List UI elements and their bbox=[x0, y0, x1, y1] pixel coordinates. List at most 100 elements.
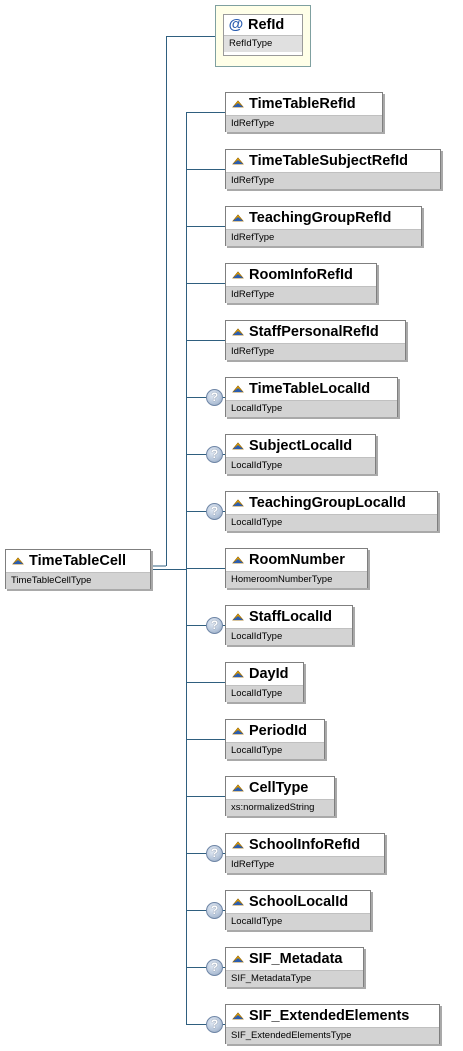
element-title: TimeTableSubjectRefId bbox=[226, 150, 440, 172]
element-title: StaffLocalId bbox=[226, 606, 352, 628]
element-title: RoomNumber bbox=[226, 549, 367, 571]
element-type: LocalIdType bbox=[226, 742, 324, 759]
element-name: StaffLocalId bbox=[249, 609, 332, 625]
element-title: SIF_Metadata bbox=[226, 948, 363, 970]
element-icon bbox=[232, 670, 244, 678]
attribute-title: @ RefId bbox=[224, 15, 302, 35]
element-name: TeachingGroupRefId bbox=[249, 210, 392, 226]
element-icon bbox=[232, 1012, 244, 1020]
element-type: LocalIdType bbox=[226, 457, 375, 474]
element-type: LocalIdType bbox=[226, 628, 352, 645]
element-type: IdRefType bbox=[226, 172, 440, 189]
root-node-timetablecell[interactable]: TimeTableCell TimeTableCellType bbox=[5, 549, 151, 589]
element-type: IdRefType bbox=[226, 115, 382, 132]
element-icon bbox=[232, 214, 244, 222]
element-title: CellType bbox=[226, 777, 334, 799]
optional-question-icon: ? bbox=[206, 617, 223, 634]
element-type: LocalIdType bbox=[226, 685, 303, 702]
element-name: SchoolLocalId bbox=[249, 894, 349, 910]
element-name: CellType bbox=[249, 780, 309, 796]
element-icon bbox=[232, 442, 244, 450]
element-title: TimeTableRefId bbox=[226, 93, 382, 115]
element-type: LocalIdType bbox=[226, 514, 437, 531]
element-type: HomeroomNumberType bbox=[226, 571, 367, 588]
element-name: TeachingGroupLocalId bbox=[249, 495, 406, 511]
element-type: IdRefType bbox=[226, 229, 421, 246]
element-icon bbox=[232, 328, 244, 336]
element-icon bbox=[232, 841, 244, 849]
element-name: RoomNumber bbox=[249, 552, 345, 568]
element-title: PeriodId bbox=[226, 720, 324, 742]
element-title: RoomInfoRefId bbox=[226, 264, 376, 286]
element-name: TimeTableRefId bbox=[249, 96, 356, 112]
optional-question-icon: ? bbox=[206, 1016, 223, 1033]
optional-question-icon: ? bbox=[206, 503, 223, 520]
element-title: SchoolLocalId bbox=[226, 891, 370, 913]
attribute-node-refid[interactable]: @ RefId RefIdType bbox=[223, 14, 303, 56]
element-name: TimeTableLocalId bbox=[249, 381, 371, 397]
attribute-name: RefId bbox=[248, 17, 285, 33]
optional-question-icon: ? bbox=[206, 446, 223, 463]
element-title: TeachingGroupRefId bbox=[226, 207, 421, 229]
element-name: TimeTableSubjectRefId bbox=[249, 153, 408, 169]
root-name: TimeTableCell bbox=[29, 553, 126, 569]
element-node-celltype[interactable]: CellType xs:normalizedString bbox=[225, 776, 335, 816]
element-icon bbox=[232, 955, 244, 963]
element-title: StaffPersonalRefId bbox=[226, 321, 405, 343]
element-icon bbox=[232, 784, 244, 792]
element-icon bbox=[232, 100, 244, 108]
root-title: TimeTableCell bbox=[6, 550, 150, 572]
element-icon bbox=[232, 499, 244, 507]
element-type: IdRefType bbox=[226, 856, 384, 873]
element-type: xs:normalizedString bbox=[226, 799, 334, 816]
element-name: DayId bbox=[249, 666, 289, 682]
element-title: DayId bbox=[226, 663, 303, 685]
element-title: SchoolInfoRefId bbox=[226, 834, 384, 856]
element-name: RoomInfoRefId bbox=[249, 267, 353, 283]
element-icon bbox=[232, 385, 244, 393]
element-name: StaffPersonalRefId bbox=[249, 324, 379, 340]
attribute-box[interactable]: @ RefId RefIdType bbox=[215, 5, 311, 67]
element-name: SIF_Metadata bbox=[249, 951, 343, 967]
element-icon bbox=[12, 557, 24, 565]
element-icon bbox=[232, 727, 244, 735]
optional-question-icon: ? bbox=[206, 845, 223, 862]
element-title: SIF_ExtendedElements bbox=[226, 1005, 439, 1027]
attribute-type: RefIdType bbox=[224, 35, 302, 52]
element-name: SIF_ExtendedElements bbox=[249, 1008, 410, 1024]
element-name: PeriodId bbox=[249, 723, 308, 739]
optional-question-icon: ? bbox=[206, 902, 223, 919]
element-type: SIF_MetadataType bbox=[226, 970, 363, 987]
attribute-at-icon: @ bbox=[228, 16, 244, 33]
element-type: LocalIdType bbox=[226, 400, 397, 417]
element-type: IdRefType bbox=[226, 343, 405, 360]
optional-question-icon: ? bbox=[206, 959, 223, 976]
element-title: SubjectLocalId bbox=[226, 435, 375, 457]
element-icon bbox=[232, 613, 244, 621]
element-icon bbox=[232, 157, 244, 165]
element-title: TimeTableLocalId bbox=[226, 378, 397, 400]
element-title: TeachingGroupLocalId bbox=[226, 492, 437, 514]
element-name: SchoolInfoRefId bbox=[249, 837, 361, 853]
root-type: TimeTableCellType bbox=[6, 572, 150, 589]
optional-question-icon: ? bbox=[206, 389, 223, 406]
element-name: SubjectLocalId bbox=[249, 438, 353, 454]
